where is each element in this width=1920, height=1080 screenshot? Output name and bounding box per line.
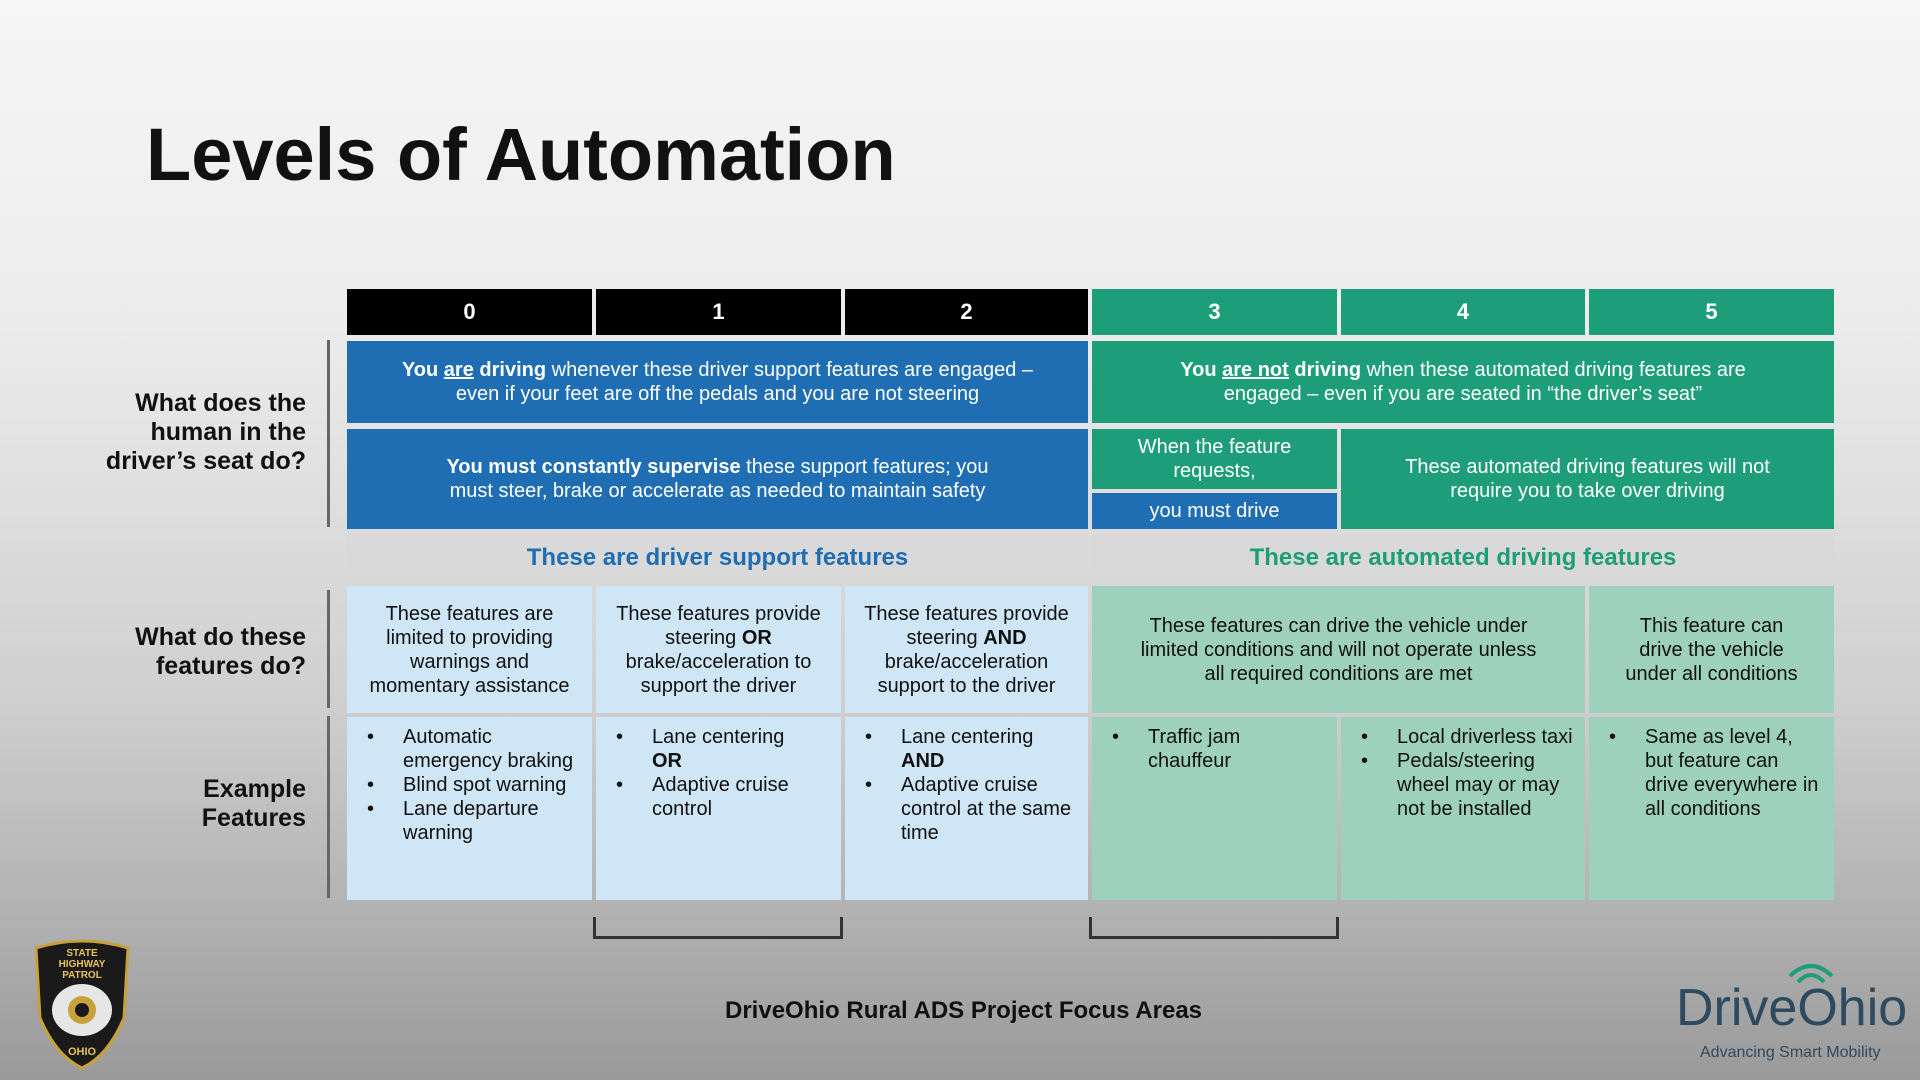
list-item: Adaptive cruise control — [616, 773, 831, 821]
patrol-text: HIGHWAY — [58, 959, 106, 970]
wifi-icon — [1786, 958, 1836, 995]
row-label-human: What does the human in the driver’s seat… — [105, 389, 306, 475]
examples-level-4: Local driverless taxi Pedals/steering wh… — [1341, 717, 1585, 900]
desc-level-0: These features are limited to providing … — [347, 586, 592, 713]
list-item: Same as level 4, but feature can drive e… — [1609, 725, 1824, 821]
or-text: OR — [741, 626, 772, 649]
focus-bracket-level-3 — [1089, 917, 1339, 939]
are-not-text: are not — [1222, 359, 1289, 381]
level-header-3: 3 — [1092, 289, 1337, 335]
desc-level-1: These features provide steering OR brake… — [596, 586, 841, 713]
row-divider — [327, 716, 330, 898]
list-item: Blind spot warning — [367, 773, 582, 797]
examples-level-3: Traffic jam chauffeur — [1092, 717, 1337, 900]
page-title: Levels of Automation — [146, 113, 896, 196]
driveohio-tagline: Advancing Smart Mobility — [1700, 1044, 1881, 1061]
examples-level-0: Automatic emergency braking Blind spot w… — [347, 717, 592, 900]
list-item: Traffic jam chauffeur — [1112, 725, 1327, 773]
you-text: You — [401, 359, 439, 381]
row-divider — [327, 590, 330, 708]
row-divider — [327, 340, 330, 527]
supervise-bold: You must constantly supervise — [446, 456, 741, 478]
list-item: Adaptive cruise control at the same time — [865, 773, 1078, 845]
level-header-2: 2 — [845, 289, 1088, 335]
desc-level-5: This feature can drive the vehicle under… — [1589, 586, 1834, 713]
level-header-5: 5 — [1589, 289, 1834, 335]
level-header-0: 0 — [347, 289, 592, 335]
patrol-text: OHIO — [67, 1046, 97, 1058]
and-text: AND — [901, 750, 945, 772]
focus-bracket-level-1 — [593, 917, 843, 939]
supervise-cell: You must constantly supervise these supp… — [347, 429, 1088, 529]
support-driving-cell: You are driving whenever these driver su… — [347, 341, 1088, 423]
driving-text: driving — [479, 359, 547, 381]
you-text: You — [1180, 359, 1217, 381]
level3-request-cell: When the feature requests, — [1092, 429, 1337, 489]
example-text: Lane centering — [652, 726, 785, 748]
support-driving-desc: whenever these driver support features a… — [455, 359, 1034, 405]
list-item: Automatic emergency braking — [367, 725, 582, 773]
automation-levels-table: 0 1 2 3 4 5 You are driving whenever the… — [347, 289, 1834, 900]
list-item: Local driverless taxi — [1361, 725, 1575, 749]
auto-driving-desc: when these automated driving features ar… — [1223, 359, 1746, 405]
support-category: These are driver support features — [347, 534, 1088, 582]
desc-text: These features provide steering — [864, 602, 1069, 649]
desc-level-3-4: These features can drive the vehicle und… — [1092, 586, 1585, 713]
list-item: Pedals/steering wheel may or may not be … — [1361, 749, 1575, 821]
are-text: are — [443, 359, 474, 381]
row-label-features: What do these features do? — [135, 623, 306, 680]
footer-caption: DriveOhio Rural ADS Project Focus Areas — [725, 997, 1203, 1024]
desc-level-2: These features provide steering AND brak… — [845, 586, 1088, 713]
highway-patrol-logo: STATE HIGHWAY PATROL OHIO — [28, 938, 136, 1070]
desc-text: brake/acceleration to support the driver — [625, 650, 812, 697]
list-item: Lane departure warning — [367, 797, 582, 845]
auto-driving-cell: You are not driving when these automated… — [1092, 341, 1834, 423]
desc-text: These features provide steering — [616, 602, 821, 649]
row-label-examples: Example Features — [201, 775, 306, 832]
level-header-4: 4 — [1341, 289, 1585, 335]
patrol-text: PATROL — [62, 970, 102, 981]
level3-drive-cell: you must drive — [1092, 493, 1337, 529]
level-header-1: 1 — [596, 289, 841, 335]
level45-takeover-cell: These automated driving features will no… — [1341, 429, 1834, 529]
automated-category: These are automated driving features — [1092, 534, 1834, 582]
example-text: Lane centering — [901, 726, 1034, 748]
examples-level-5: Same as level 4, but feature can drive e… — [1589, 717, 1834, 900]
and-text: AND — [983, 626, 1027, 649]
driving-text: driving — [1294, 359, 1362, 381]
driveohio-logo: DriveOhio — [1676, 979, 1908, 1037]
patrol-text: STATE — [66, 948, 98, 959]
supervise-desc: these support features; you must steer, … — [449, 456, 989, 502]
desc-text: brake/acceleration support to the driver — [877, 650, 1056, 697]
or-text: OR — [652, 750, 682, 772]
